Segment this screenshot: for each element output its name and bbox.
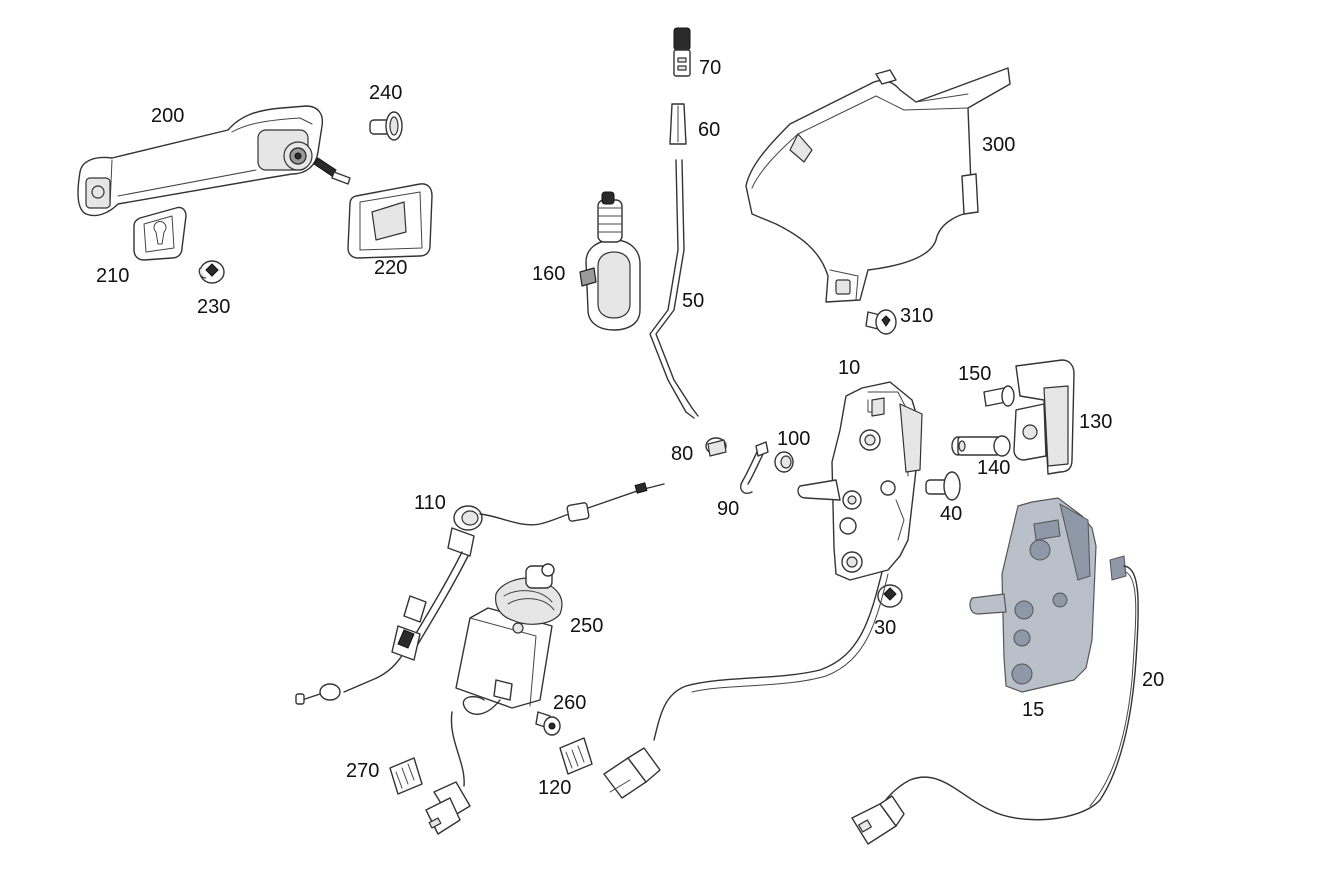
part-30-screw bbox=[877, 584, 903, 608]
label-230: 230 bbox=[197, 296, 230, 318]
latch-wire-connector bbox=[603, 571, 889, 799]
part-140-striker-pin bbox=[951, 435, 1011, 457]
label-120: 120 bbox=[538, 777, 571, 799]
part-160-grommet bbox=[579, 191, 641, 331]
label-300: 300 bbox=[982, 134, 1015, 156]
label-210: 210 bbox=[96, 265, 129, 287]
label-220: 220 bbox=[374, 257, 407, 279]
label-20: 20 bbox=[1142, 669, 1164, 691]
label-310: 310 bbox=[900, 305, 933, 327]
label-240: 240 bbox=[369, 82, 402, 104]
label-200: 200 bbox=[151, 105, 184, 127]
label-160: 160 bbox=[532, 263, 565, 285]
label-15: 15 bbox=[1022, 699, 1044, 721]
label-260: 260 bbox=[553, 692, 586, 714]
part-70-lock-knob bbox=[673, 27, 691, 77]
part-50-lock-rod bbox=[649, 159, 699, 419]
part-210-gasket bbox=[133, 206, 187, 261]
part-310-screw bbox=[865, 309, 897, 335]
part-260-screw bbox=[535, 711, 561, 736]
label-80: 80 bbox=[671, 443, 693, 465]
label-250: 250 bbox=[570, 615, 603, 637]
part-110-bowden-cable bbox=[295, 482, 665, 705]
part-80-clip bbox=[705, 437, 727, 457]
label-130: 130 bbox=[1079, 411, 1112, 433]
label-70: 70 bbox=[699, 57, 721, 79]
part-300-cover-panel bbox=[745, 67, 1011, 303]
part-250-actuator bbox=[425, 563, 563, 835]
label-90: 90 bbox=[717, 498, 739, 520]
part-130-striker-plate bbox=[1013, 359, 1075, 475]
part-10-door-latch bbox=[797, 381, 923, 581]
label-270: 270 bbox=[346, 760, 379, 782]
label-10: 10 bbox=[838, 357, 860, 379]
label-60: 60 bbox=[698, 119, 720, 141]
part-150-screw bbox=[983, 385, 1015, 407]
part-230-screw bbox=[198, 260, 225, 284]
label-140: 140 bbox=[977, 457, 1010, 479]
part-20-wire-harness bbox=[851, 565, 1139, 845]
part-120-connector bbox=[559, 737, 593, 775]
label-110: 110 bbox=[414, 492, 446, 514]
part-200-outer-door-handle bbox=[77, 105, 351, 217]
label-150: 150 bbox=[958, 363, 991, 385]
part-15-lock-assembly bbox=[969, 497, 1127, 693]
part-270-connector bbox=[389, 757, 423, 795]
part-100-nut bbox=[774, 451, 794, 473]
part-60-rod-sleeve bbox=[669, 103, 687, 145]
label-40: 40 bbox=[940, 503, 962, 525]
part-40-bolt bbox=[925, 471, 961, 501]
label-100: 100 bbox=[777, 428, 810, 450]
part-220-gasket bbox=[347, 183, 433, 259]
part-240-bolt bbox=[369, 111, 403, 141]
label-30: 30 bbox=[874, 617, 896, 639]
label-50: 50 bbox=[682, 290, 704, 312]
part-90-rod-clip bbox=[740, 441, 769, 494]
